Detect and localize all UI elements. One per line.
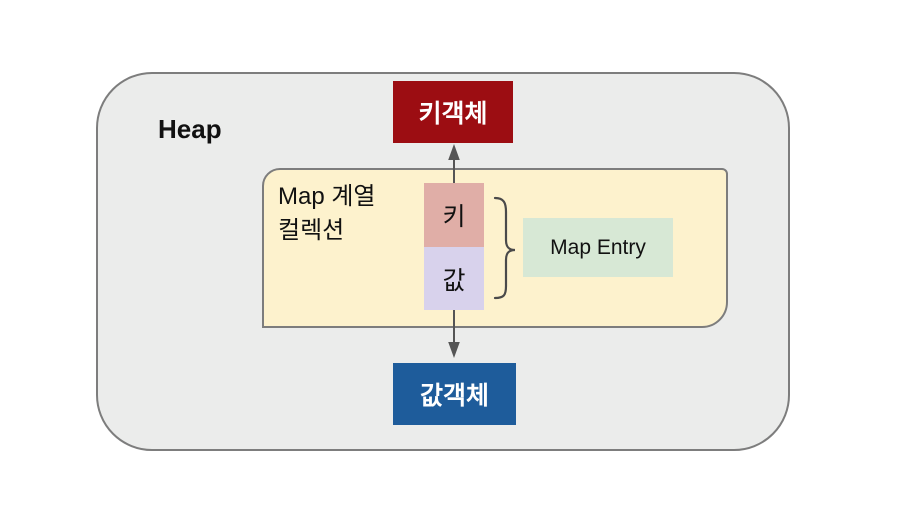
value-object-box: 값객체 [393,363,516,425]
key-object-label: 키객체 [418,100,488,128]
map-collection-label: Map 계열 컬렉션 [278,183,376,244]
value-cell-label: 값 [442,266,466,295]
key-cell-label: 키 [442,203,466,231]
map-entry-box: Map Entry [523,218,673,277]
key-cell: 키 [424,183,484,247]
value-cell: 값 [424,247,484,310]
key-object-box: 키객체 [393,81,513,143]
map-entry-label: Map Entry [550,235,646,259]
value-object-label: 값객체 [419,382,489,410]
heap-label: Heap [158,114,222,144]
